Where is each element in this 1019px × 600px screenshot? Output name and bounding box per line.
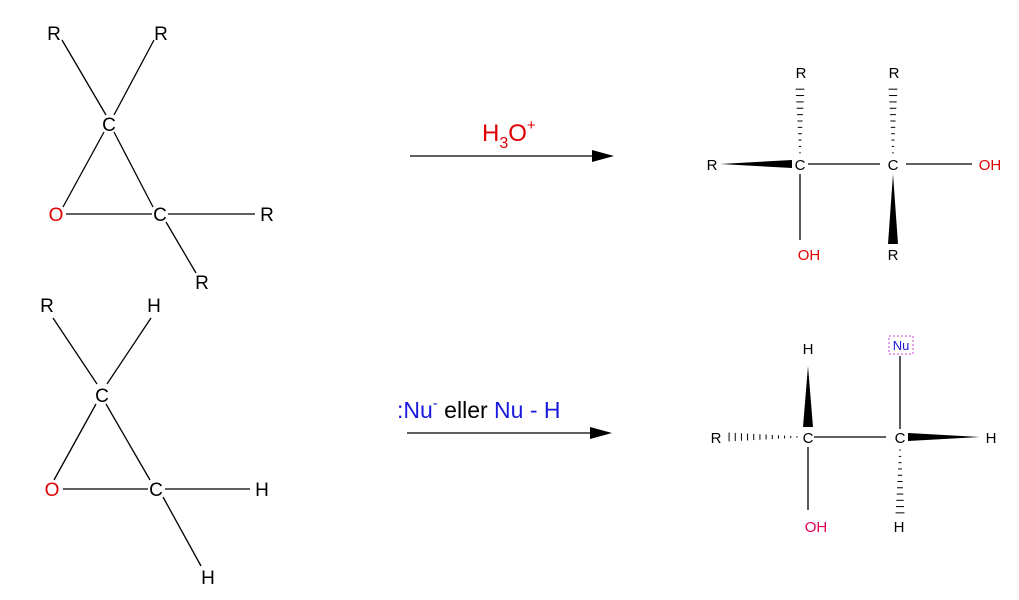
atom-label-r: R [796,65,807,82]
bond-lines [52,39,972,567]
atom-label-r: R [40,296,54,317]
atom-label-r: R [888,247,899,264]
wedge-bond [888,174,898,244]
atom-label-h: H [894,519,905,536]
bond [106,317,152,385]
bond [113,39,155,116]
atom-label-oxygen: O [49,205,64,226]
bond [53,403,97,481]
atom-label-h: H [255,480,269,501]
wedge-bond [908,433,980,441]
arrowhead [590,427,612,439]
hydroxyl-label: OH [798,247,821,264]
atom-label-c: C [888,157,899,174]
bond [162,496,202,567]
epoxide-1-labels: R R C O C R R [47,24,274,294]
atom-label-c: C [95,386,109,407]
hydroxyl-label: OH [805,519,828,536]
atom-label-c: C [803,430,814,447]
atom-label-r: R [154,24,168,45]
atom-label-oxygen: O [45,480,60,501]
atom-label-h: H [986,430,997,447]
atom-label-r: R [711,430,722,447]
bond [52,317,98,385]
reagent-hydronium: H3O+ [482,117,536,152]
arrowhead [592,150,614,162]
product-1-labels: R R R C C OH OH R [707,65,1002,264]
nucleophile-highlight-box [888,335,914,355]
atom-label-r: R [260,205,274,226]
atom-label-c: C [153,205,167,226]
nucleophile-label: Nu [893,338,910,353]
hashed-bonds [728,88,905,514]
atom-label-c: C [795,157,806,174]
bond [61,39,107,116]
atom-label-c: C [102,115,116,136]
wedge-bond [803,366,813,427]
atom-label-r: R [47,24,61,45]
wedge-bond [720,160,792,168]
atom-label-r: R [195,273,209,294]
atom-label-h: H [201,568,215,589]
reagent-nucleophile: :Nu- eller Nu - H [397,395,561,423]
bond [165,221,197,274]
epoxide-2-labels: R H C O C H H [40,296,269,589]
bond [62,131,105,208]
atom-label-c: C [149,480,163,501]
atom-label-r: R [889,65,900,82]
product-2-labels: H Nu R C C H OH H [711,338,997,536]
atom-label-h: H [147,296,161,317]
bond [105,403,151,481]
atom-label-h: H [803,341,814,358]
hydroxyl-label: OH [979,157,1002,174]
atom-label-r: R [707,157,718,174]
bond [113,131,154,208]
atom-label-c: C [895,430,906,447]
